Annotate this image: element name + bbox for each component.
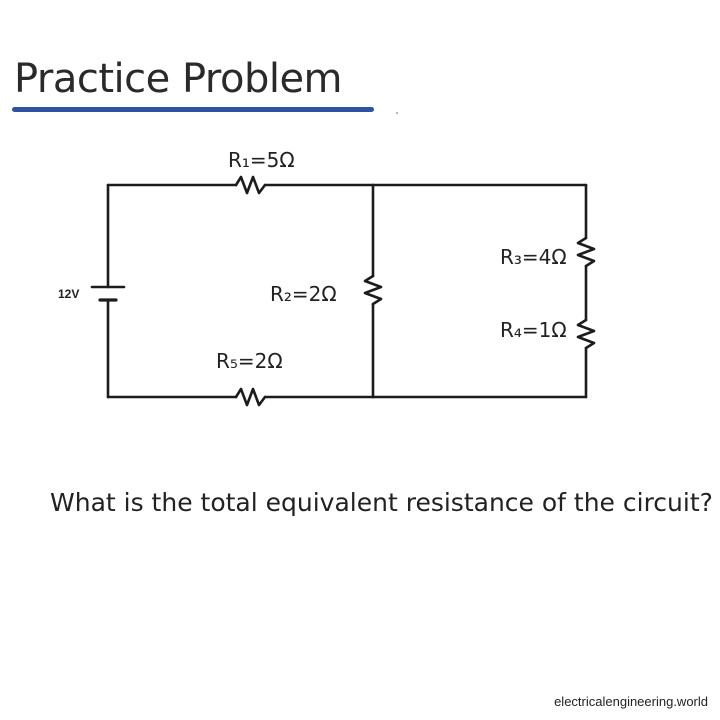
question-text: What is the total equivalent resistance … <box>50 488 713 517</box>
resistor-r3-symbol <box>576 236 596 268</box>
page-title: Practice Problem <box>14 56 343 102</box>
resistor-r5-label: R₅=2Ω <box>216 349 283 373</box>
stray-mark <box>396 112 398 114</box>
resistor-r1-label: R₁=5Ω <box>228 148 295 172</box>
resistor-r1-symbol <box>234 175 267 195</box>
title-underline <box>12 107 374 112</box>
resistor-r2-symbol <box>363 274 383 306</box>
source-voltage-label: 12V <box>58 287 80 301</box>
resistor-r5-symbol <box>234 387 267 407</box>
resistor-r4-label: R₄=1Ω <box>500 318 567 342</box>
resistor-r3-label: R₃=4Ω <box>500 245 567 269</box>
resistor-r2-label: R₂=2Ω <box>270 282 337 306</box>
footer-website: electricalengineering.world <box>554 694 708 709</box>
resistor-r4-symbol <box>576 318 596 350</box>
